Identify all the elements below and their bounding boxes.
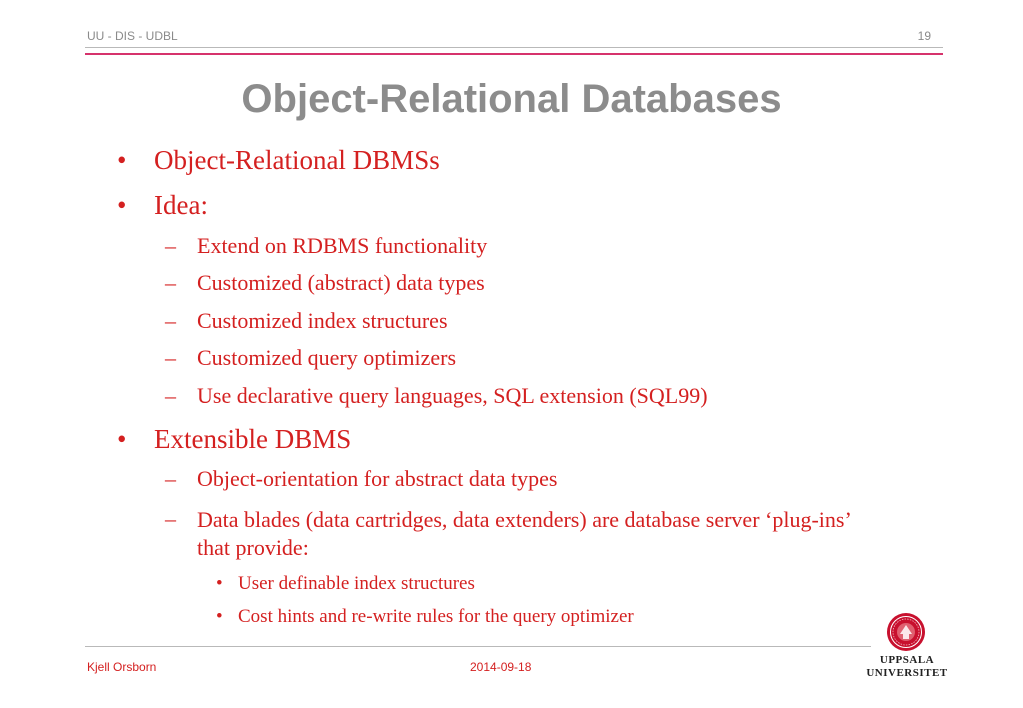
list-item: Data blades (data cartridges, data exten…	[197, 507, 851, 560]
list-item: Cost hints and re-write rules for the qu…	[238, 606, 634, 627]
bullet-marker: •	[117, 145, 127, 175]
dash-marker: –	[165, 506, 176, 531]
sub-bullet-marker: •	[216, 573, 223, 594]
list-item: Use declarative query languages, SQL ext…	[197, 383, 708, 408]
dash-marker: –	[165, 383, 176, 408]
dash-marker: –	[165, 308, 176, 333]
slide-title: Object-Relational Databases	[241, 77, 782, 121]
dash-marker: –	[165, 345, 176, 370]
dash-marker: –	[165, 270, 176, 295]
list-item: Idea:	[154, 190, 208, 220]
list-item: Customized index structures	[197, 308, 448, 333]
list-item: Customized query optimizers	[197, 345, 457, 370]
footer-author: Kjell Orsborn	[87, 660, 157, 674]
list-item: Object-orientation for abstract data typ…	[197, 466, 558, 491]
sub-bullet-marker: •	[216, 606, 223, 627]
list-item: User definable index structures	[238, 573, 475, 594]
footer-date: 2014-09-18	[470, 660, 532, 674]
dash-marker: –	[165, 466, 176, 491]
logo-line-1: UPPSALA	[879, 654, 935, 666]
header-course-label: UU - DIS - UDBL	[87, 29, 178, 43]
bullet-marker: •	[117, 424, 127, 454]
footer-divider	[85, 646, 871, 647]
header-accent-rule	[85, 53, 943, 55]
list-item: Extensible DBMS	[154, 424, 352, 454]
logo-line-2: UNIVERSITET	[866, 667, 948, 679]
list-item: Customized (abstract) data types	[197, 270, 485, 295]
list-item: Object-Relational DBMSs	[154, 145, 440, 175]
header-divider	[85, 47, 943, 48]
university-seal-icon	[887, 613, 925, 651]
list-item: Extend on RDBMS functionality	[197, 233, 488, 258]
header-page-number: 19	[917, 29, 931, 43]
bullet-marker: •	[117, 190, 127, 220]
dash-marker: –	[165, 233, 176, 258]
university-logo: UPPSALA UNIVERSITET	[866, 612, 948, 684]
